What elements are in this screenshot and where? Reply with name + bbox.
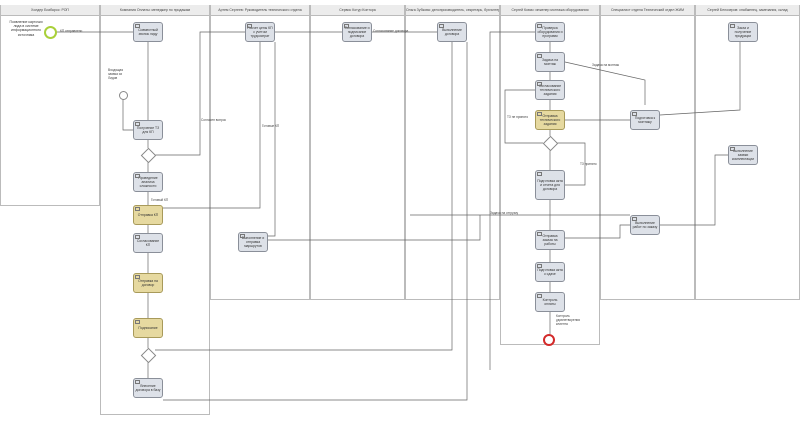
edge-label: Согласен вопрос <box>201 118 227 122</box>
task[interactable]: Выполнение и отправка маршрутов <box>238 232 268 252</box>
edge-label: ТЗ не принято <box>507 115 529 119</box>
task[interactable]: Проведение анализа сложности <box>133 172 163 192</box>
task[interactable]: Подготовка к монтажу <box>630 110 660 130</box>
task[interactable]: Выполнение работ по заказу <box>630 215 660 235</box>
edge-label: ТЗ принято <box>580 162 597 166</box>
edge-label: Задача на монтаж <box>592 63 620 67</box>
lane-1: Холдер Бизбарос: РОП <box>0 5 100 206</box>
edge-label: Готовый КП <box>151 198 169 202</box>
task[interactable]: Расчет цены КП с учетом трудозатрат <box>245 22 275 42</box>
edge-label: КП отправлено <box>60 29 83 33</box>
start-event <box>44 26 57 39</box>
task[interactable]: Отправка КП <box>133 205 163 225</box>
task[interactable]: Согласование технического задания <box>535 80 565 100</box>
lane-4: Сервис Котур Контора <box>310 5 405 300</box>
task[interactable]: Подписание <box>133 318 163 338</box>
start-note: Появление карточки лида в системе информ… <box>9 20 43 37</box>
task[interactable]: Отправка заказа на работы <box>535 230 565 250</box>
task[interactable]: Проверка оборудования и программ <box>535 22 565 42</box>
edge-label: Согласование договора <box>373 29 409 33</box>
task[interactable]: Получение ТЗ для КП <box>133 120 163 140</box>
task[interactable]: Заказ и получение продукции <box>728 22 758 42</box>
task[interactable]: Согласование КП <box>133 233 163 253</box>
task[interactable]: Отправка на договор <box>133 273 163 293</box>
task[interactable]: Совместный звонок лиду <box>133 22 163 42</box>
edge-label: Контроль удовлетворения клиента <box>556 314 580 326</box>
edge-label: Готовые КП <box>262 124 280 128</box>
start-event-2 <box>119 91 128 100</box>
lane-5: Ольга Зубкова: делопроизводитель, секрет… <box>405 5 500 300</box>
lane-3: Артем Сергеев: Руководитель технического… <box>210 5 310 300</box>
end-event <box>543 334 555 346</box>
task[interactable]: Контроль оплаты <box>535 292 565 312</box>
task[interactable]: Выполнение договора <box>437 22 467 42</box>
lane-7: Специалист отдела Технический отдел ЖИМ <box>600 5 695 300</box>
lane-2: Компания Оплаты: менеджер по продажам <box>100 5 210 415</box>
task[interactable]: Задача на монтаж <box>535 52 565 72</box>
edge-label: Задача на отгрузку <box>490 211 519 215</box>
task[interactable]: Внесение договора в базу <box>133 378 163 398</box>
task[interactable]: Отправка технического задания <box>535 110 565 130</box>
task[interactable]: Согласование и подписание договора <box>342 22 372 42</box>
task[interactable]: Подготовка акта и отчета для договора <box>535 170 565 200</box>
task[interactable]: Подготовка акта к сдаче <box>535 262 565 282</box>
edge-label: Входящая заявка из Лидов <box>108 68 124 80</box>
task[interactable]: Выполнение заявки комплектации <box>728 145 758 165</box>
